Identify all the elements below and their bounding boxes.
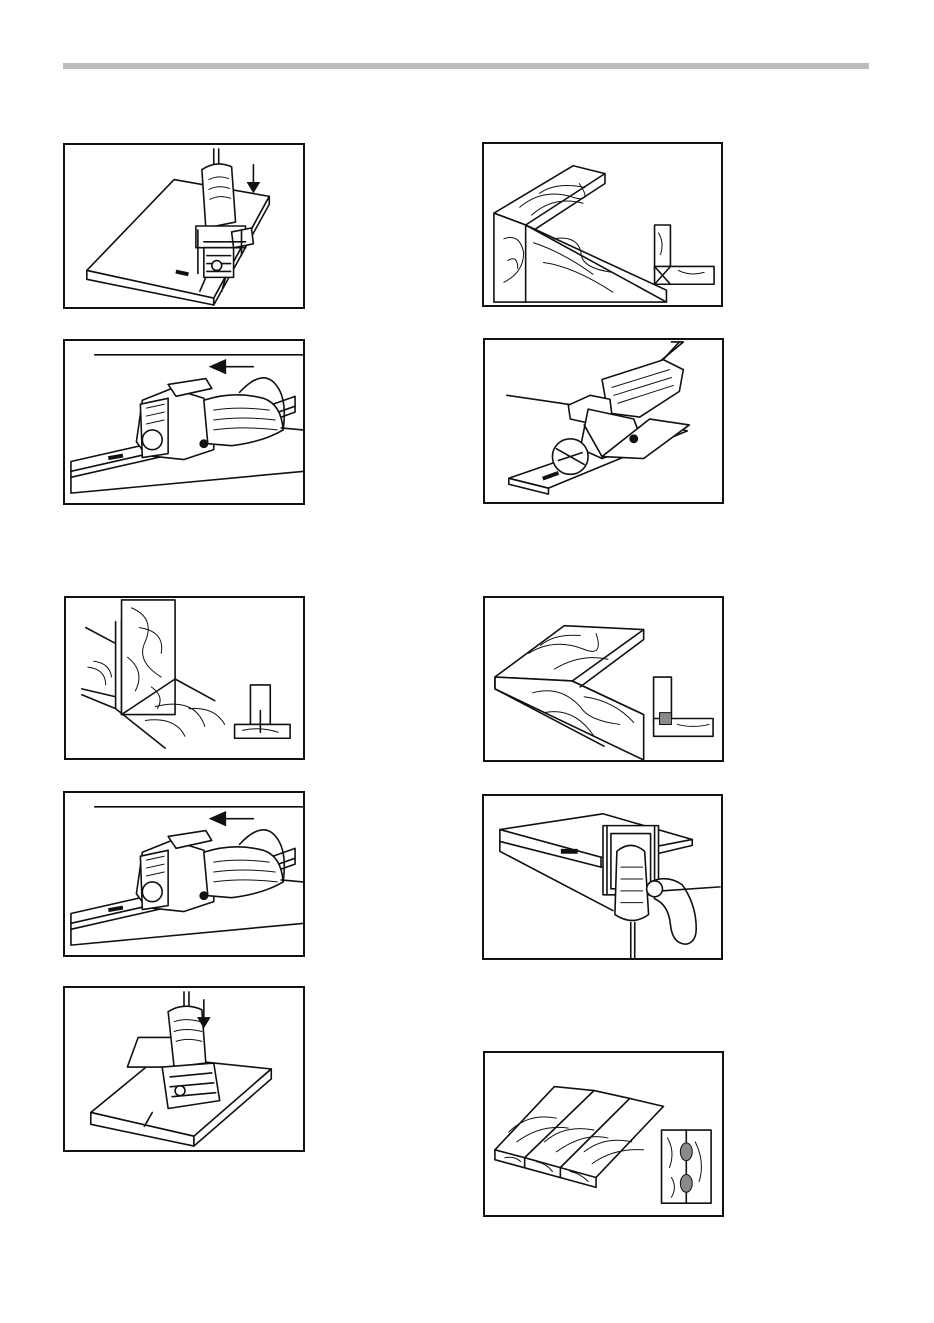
figure-plunge-cut-vertical — [63, 143, 305, 309]
figure-mitered-corner — [482, 142, 723, 307]
figure-joiner-angled-fence — [483, 338, 724, 504]
figure-joiner-overhead — [482, 794, 723, 960]
figure-edge-miter — [483, 596, 724, 762]
figure-plunge-cut-panel — [63, 986, 305, 1152]
figure-joiner-push-2 — [63, 791, 305, 957]
figure-joiner-push — [63, 339, 305, 505]
figure-t-joint — [64, 596, 305, 760]
header-rule — [63, 63, 869, 69]
figure-edge-to-edge — [483, 1051, 724, 1217]
